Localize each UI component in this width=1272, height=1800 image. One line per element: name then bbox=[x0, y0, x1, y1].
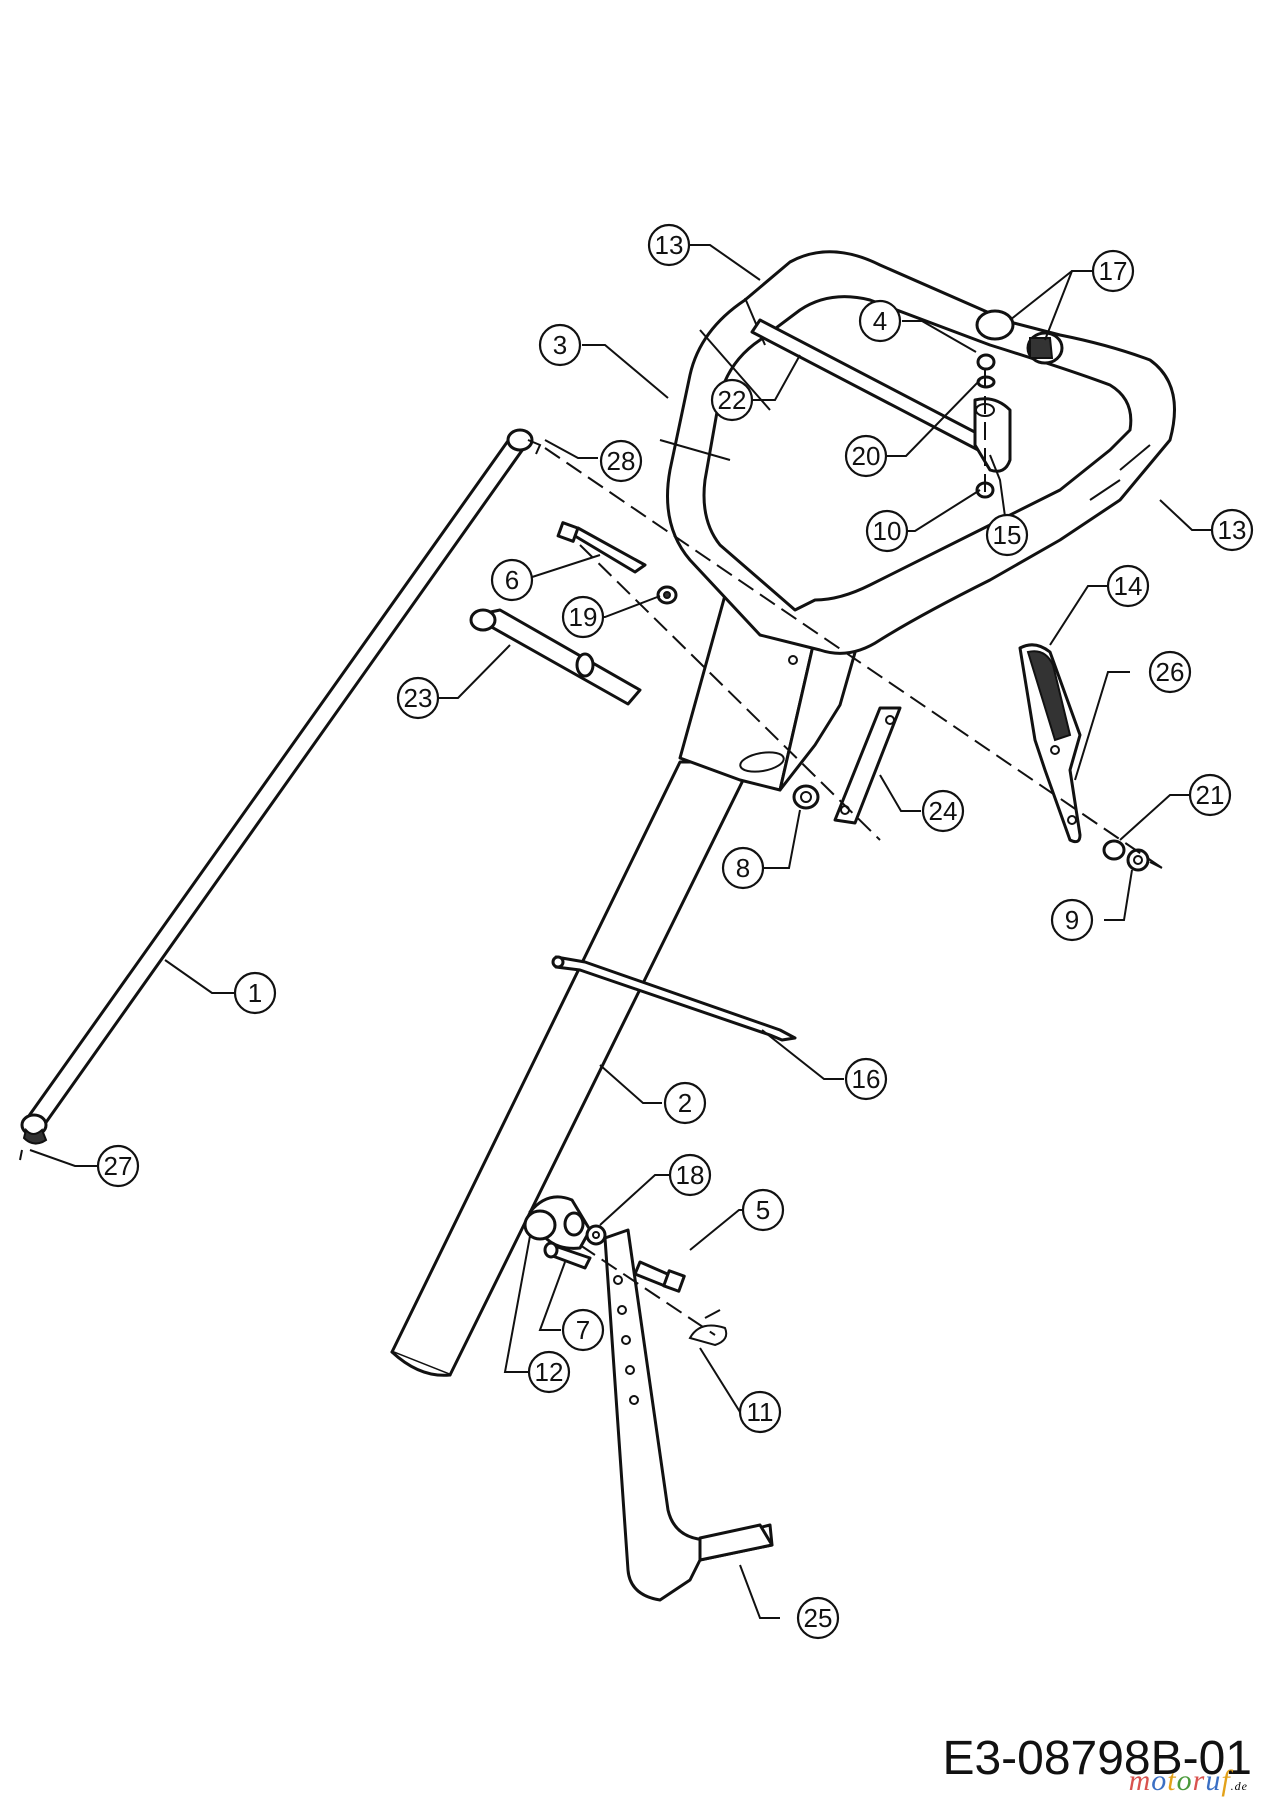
svg-text:3: 3 bbox=[553, 330, 567, 360]
callout-26[interactable]: 26 bbox=[1148, 650, 1192, 694]
part-grip-ends bbox=[975, 309, 1064, 365]
svg-text:27: 27 bbox=[104, 1151, 133, 1181]
part-washer-18 bbox=[585, 1224, 607, 1246]
svg-text:1: 1 bbox=[248, 978, 262, 1008]
callout-11[interactable]: 11 bbox=[738, 1390, 782, 1434]
svg-text:9: 9 bbox=[1065, 905, 1079, 935]
watermark-text: motoruf bbox=[1128, 1764, 1231, 1797]
svg-text:12: 12 bbox=[535, 1357, 564, 1387]
svg-text:2: 2 bbox=[678, 1088, 692, 1118]
callout-27[interactable]: 27 bbox=[96, 1144, 140, 1188]
part-washer-19 bbox=[656, 585, 678, 605]
callout-7[interactable]: 7 bbox=[561, 1308, 605, 1352]
svg-text:19: 19 bbox=[569, 602, 598, 632]
svg-text:20: 20 bbox=[852, 441, 881, 471]
part-depth-stake bbox=[603, 1228, 774, 1602]
svg-text:17: 17 bbox=[1099, 256, 1128, 286]
part-rod-clip-top bbox=[527, 439, 542, 455]
callout-2[interactable]: 2 bbox=[663, 1081, 707, 1125]
callout-12[interactable]: 12 bbox=[527, 1350, 571, 1394]
callout-8[interactable]: 8 bbox=[721, 846, 765, 890]
callout-16[interactable]: 16 bbox=[844, 1057, 888, 1101]
callout-18[interactable]: 18 bbox=[668, 1153, 712, 1197]
callout-15[interactable]: 15 bbox=[985, 513, 1029, 557]
callout-24[interactable]: 24 bbox=[921, 789, 965, 833]
svg-text:7: 7 bbox=[576, 1315, 590, 1345]
callout-10[interactable]: 10 bbox=[865, 509, 909, 553]
callout-28[interactable]: 28 bbox=[599, 439, 643, 483]
svg-text:26: 26 bbox=[1156, 657, 1185, 687]
svg-text:21: 21 bbox=[1196, 780, 1225, 810]
callout-5[interactable]: 5 bbox=[741, 1188, 785, 1232]
part-bolt-5 bbox=[633, 1260, 686, 1293]
callout-4[interactable]: 4 bbox=[858, 299, 902, 343]
part-control-rod bbox=[20, 428, 534, 1137]
callout-14[interactable]: 14 bbox=[1106, 564, 1150, 608]
callout-20[interactable]: 20 bbox=[844, 434, 888, 478]
svg-text:4: 4 bbox=[873, 306, 887, 336]
svg-text:24: 24 bbox=[929, 796, 958, 826]
svg-text:28: 28 bbox=[607, 446, 636, 476]
part-bolt-6 bbox=[556, 521, 647, 574]
callout-9[interactable]: 9 bbox=[1050, 898, 1094, 942]
svg-text:15: 15 bbox=[993, 520, 1022, 550]
svg-text:22: 22 bbox=[718, 385, 747, 415]
part-rod-clip-bottom bbox=[19, 1127, 48, 1161]
part-nut-8 bbox=[792, 784, 820, 810]
svg-text:8: 8 bbox=[736, 853, 750, 883]
part-handle-tube bbox=[390, 760, 754, 1377]
svg-text:13: 13 bbox=[1218, 515, 1247, 545]
part-height-bracket bbox=[523, 1195, 592, 1250]
assembly-guide-lines bbox=[544, 370, 1166, 1336]
part-engagement-lever bbox=[1018, 643, 1082, 844]
callout-22[interactable]: 22 bbox=[710, 378, 754, 422]
callout-1[interactable]: 1 bbox=[233, 971, 277, 1015]
part-screw-4 bbox=[976, 353, 996, 371]
callout-25[interactable]: 25 bbox=[796, 1596, 840, 1640]
part-washer-21 bbox=[1102, 839, 1126, 861]
callout-13-right[interactable]: 13 bbox=[1210, 508, 1254, 552]
callout-23[interactable]: 23 bbox=[396, 676, 440, 720]
svg-text:14: 14 bbox=[1114, 571, 1143, 601]
svg-text:5: 5 bbox=[756, 1195, 770, 1225]
part-hairpin-clip bbox=[688, 1309, 728, 1347]
part-handlebar bbox=[659, 250, 1176, 655]
part-nut-9 bbox=[1126, 848, 1163, 872]
callout-19[interactable]: 19 bbox=[561, 595, 605, 639]
svg-text:18: 18 bbox=[676, 1160, 705, 1190]
callout-3[interactable]: 3 bbox=[538, 323, 582, 367]
part-pin-7 bbox=[543, 1241, 592, 1270]
callout-6[interactable]: 6 bbox=[490, 558, 534, 602]
svg-text:6: 6 bbox=[505, 565, 519, 595]
part-pivot-pin bbox=[469, 608, 642, 706]
drawing-code: E3-08798B-01 bbox=[942, 1732, 1252, 1785]
svg-text:25: 25 bbox=[804, 1603, 833, 1633]
callout-13-left[interactable]: 13 bbox=[647, 223, 691, 267]
callout-21[interactable]: 21 bbox=[1188, 773, 1232, 817]
watermark-suffix: .de bbox=[1230, 1779, 1248, 1793]
svg-text:10: 10 bbox=[873, 516, 902, 546]
svg-text:16: 16 bbox=[852, 1064, 881, 1094]
svg-text:13: 13 bbox=[655, 230, 684, 260]
callout-17[interactable]: 17 bbox=[1091, 249, 1135, 293]
watermark-logo: motoruf.de bbox=[1129, 1764, 1248, 1798]
svg-text:11: 11 bbox=[747, 1397, 774, 1427]
part-cable bbox=[551, 955, 797, 1042]
svg-text:23: 23 bbox=[404, 683, 433, 713]
